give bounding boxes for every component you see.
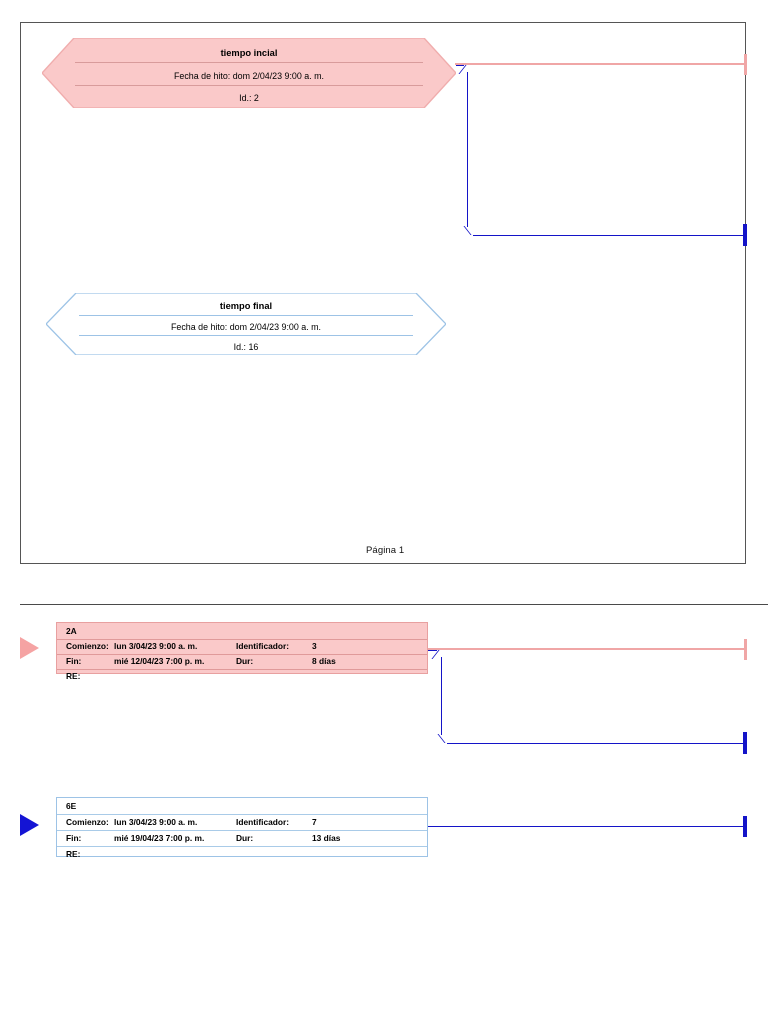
incoming-arrow-icon-normal bbox=[20, 814, 39, 836]
connector-normal-vertical bbox=[467, 72, 468, 227]
connector-critical-endcap bbox=[744, 54, 747, 75]
finish-label: Fin: bbox=[66, 656, 82, 666]
milestone-tiempo-final[interactable]: tiempo final Fecha de hito: dom 2/04/23 … bbox=[46, 293, 446, 355]
connector-critical-endcap bbox=[744, 639, 747, 660]
task-name: 6E bbox=[66, 801, 77, 811]
connector-normal-endcap bbox=[743, 732, 747, 754]
task-row-resources: RE: bbox=[57, 669, 427, 684]
milestone-title: tiempo final bbox=[219, 301, 273, 311]
start-label: Comienzo: bbox=[66, 817, 109, 827]
identifier-label: Identificador: bbox=[236, 641, 290, 651]
duration-label: Dur: bbox=[236, 656, 254, 666]
duration-value: 8 días bbox=[312, 656, 336, 666]
task-row-start: Comienzo: lun 3/04/23 9:00 a. m. Identif… bbox=[57, 639, 427, 654]
finish-label: Fin: bbox=[66, 833, 82, 843]
task-name: 2A bbox=[66, 626, 77, 636]
finish-value: mié 19/04/23 7:00 p. m. bbox=[114, 833, 205, 843]
start-value: lun 3/04/23 9:00 a. m. bbox=[114, 641, 198, 651]
identifier-value: 7 bbox=[312, 817, 317, 827]
milestone-date: Fecha de hito: dom 2/04/23 9:00 a. m. bbox=[75, 62, 423, 85]
milestone-tiempo-inicial[interactable]: tiempo incial Fecha de hito: dom 2/04/23… bbox=[42, 38, 456, 108]
connector-normal-vertical bbox=[441, 657, 442, 735]
milestone-date: Fecha de hito: dom 2/04/23 9:00 a. m. bbox=[79, 315, 413, 335]
hexagon-shape-critical bbox=[42, 38, 456, 108]
milestone-id: Id.: 16 bbox=[79, 335, 413, 354]
milestone-title: tiempo incial bbox=[220, 48, 278, 58]
connector-normal-endcap bbox=[743, 224, 747, 246]
finish-value: mié 12/04/23 7:00 p. m. bbox=[114, 656, 205, 666]
task-node-6e[interactable]: 6E Comienzo: lun 3/04/23 9:00 a. m. Iden… bbox=[56, 797, 428, 859]
identifier-label: Identificador: bbox=[236, 817, 290, 827]
connector-normal-segment-1 bbox=[456, 65, 464, 66]
task-row-finish: Fin: mié 12/04/23 7:00 p. m. Dur: 8 días bbox=[57, 654, 427, 669]
task-row-start: Comienzo: lun 3/04/23 9:00 a. m. Identif… bbox=[57, 814, 427, 830]
task-row-finish: Fin: mié 19/04/23 7:00 p. m. Dur: 13 día… bbox=[57, 830, 427, 846]
connector-normal-elbow-1 bbox=[431, 650, 448, 659]
identifier-value: 3 bbox=[312, 641, 317, 651]
task-node-2a[interactable]: 2A Comienzo: lun 3/04/23 9:00 a. m. Iden… bbox=[56, 622, 428, 681]
connector-normal-segment-1 bbox=[428, 650, 437, 651]
duration-label: Dur: bbox=[236, 833, 254, 843]
milestone-id: Id.: 2 bbox=[75, 85, 423, 105]
connector-critical-horizontal bbox=[428, 648, 746, 650]
start-label: Comienzo: bbox=[66, 641, 109, 651]
connector-normal-segment-2 bbox=[447, 743, 745, 744]
duration-value: 13 días bbox=[312, 833, 341, 843]
start-value: lun 3/04/23 9:00 a. m. bbox=[114, 817, 198, 827]
connector-normal-horizontal bbox=[428, 826, 746, 827]
task-row-resources: RE: bbox=[57, 846, 427, 862]
page-2-top-rule bbox=[20, 604, 768, 605]
hexagon-shape-normal bbox=[46, 293, 446, 355]
connector-normal-segment-2 bbox=[473, 235, 745, 236]
page-number-label: Página 1 bbox=[366, 545, 405, 556]
incoming-arrow-icon-critical bbox=[20, 637, 39, 659]
connector-normal-elbow-2 bbox=[437, 734, 455, 743]
connector-normal-endcap bbox=[743, 816, 747, 837]
connector-critical-horizontal bbox=[455, 63, 747, 65]
